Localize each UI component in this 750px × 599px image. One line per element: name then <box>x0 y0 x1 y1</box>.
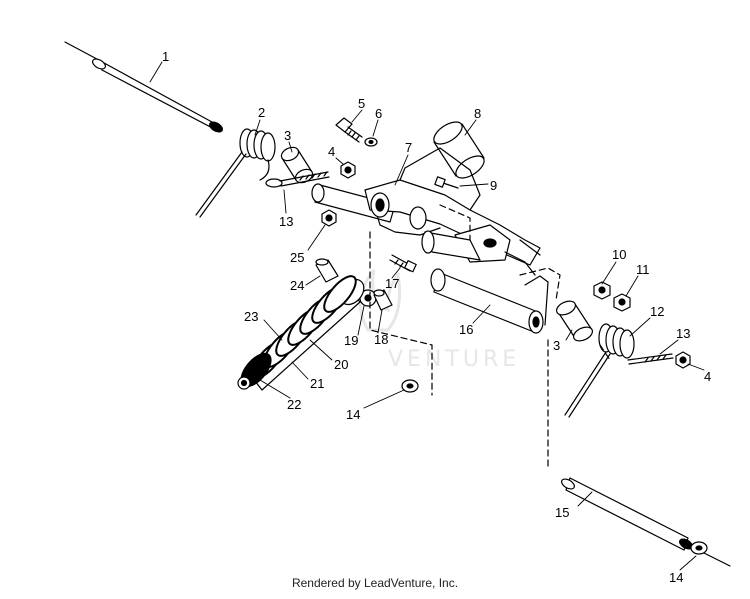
callout-13a: 13 <box>279 214 293 229</box>
callout-5: 5 <box>358 96 365 111</box>
part-2-spring <box>195 128 276 218</box>
callout-4a: 4 <box>328 144 335 159</box>
callout-17: 17 <box>385 276 399 291</box>
part-10-nut <box>593 281 611 300</box>
part-11-nut <box>613 293 631 312</box>
part-1-shaft <box>64 41 223 133</box>
callout-24: 24 <box>290 278 304 293</box>
callout-3a: 3 <box>284 128 291 143</box>
part-12-spring <box>564 323 635 418</box>
callout-4b: 4 <box>704 369 711 384</box>
part-17-bolt <box>389 254 417 273</box>
shock-absorber <box>237 275 365 391</box>
part-4-nut-left <box>340 161 356 179</box>
assembly-dashed-lines <box>369 204 611 471</box>
part-9-bolt <box>434 176 459 189</box>
watermark-text: VENTURE <box>388 347 520 372</box>
footer-credit: Rendered by LeadVenture, Inc. <box>291 576 459 590</box>
part-4-nut-right <box>675 351 691 369</box>
part-14-washer-middle <box>401 379 419 393</box>
callout-3b: 3 <box>553 338 560 353</box>
callout-12: 12 <box>650 304 664 319</box>
callout-22: 22 <box>287 397 301 412</box>
part-18-spacer <box>373 289 393 311</box>
part-24-spacer <box>315 258 339 283</box>
callout-labels: 1 2 3 4 5 6 7 8 9 13 25 24 17 18 19 20 2… <box>162 49 711 585</box>
callout-6: 6 <box>375 106 382 121</box>
part-5-bolt <box>335 117 363 143</box>
callout-25: 25 <box>290 250 304 265</box>
callout-11: 11 <box>636 262 650 277</box>
callout-19: 19 <box>344 333 358 348</box>
part-6-washer <box>364 137 378 147</box>
callout-14a: 14 <box>346 407 360 422</box>
part-14-washer-bottom <box>690 541 708 555</box>
callout-9: 9 <box>490 178 497 193</box>
part-3-bushing-left <box>280 146 314 184</box>
part-15-shaft <box>561 477 731 567</box>
callout-7: 7 <box>405 140 412 155</box>
callout-8: 8 <box>474 106 481 121</box>
callout-13b: 13 <box>676 326 690 341</box>
callout-23: 23 <box>244 309 258 324</box>
callout-21: 21 <box>310 376 324 391</box>
part-3-bushing-right <box>555 300 594 342</box>
callout-10: 10 <box>612 247 626 262</box>
part-8-bushing-upper <box>433 121 485 179</box>
main-cross-tube <box>421 230 481 261</box>
callout-18: 18 <box>374 332 388 347</box>
callout-1: 1 <box>162 49 169 64</box>
part-13-eyebolt-right <box>627 353 674 365</box>
callout-15: 15 <box>555 505 569 520</box>
callout-2: 2 <box>258 105 265 120</box>
part-13-eyebolt-left <box>265 171 330 188</box>
part-25-nut <box>321 209 337 227</box>
callout-16: 16 <box>459 322 473 337</box>
callout-20: 20 <box>334 357 348 372</box>
callout-14b: 14 <box>669 570 683 585</box>
watermark-logo: VENTURE <box>358 269 520 372</box>
part-16-tube <box>430 268 549 334</box>
leader-lines <box>149 61 705 571</box>
